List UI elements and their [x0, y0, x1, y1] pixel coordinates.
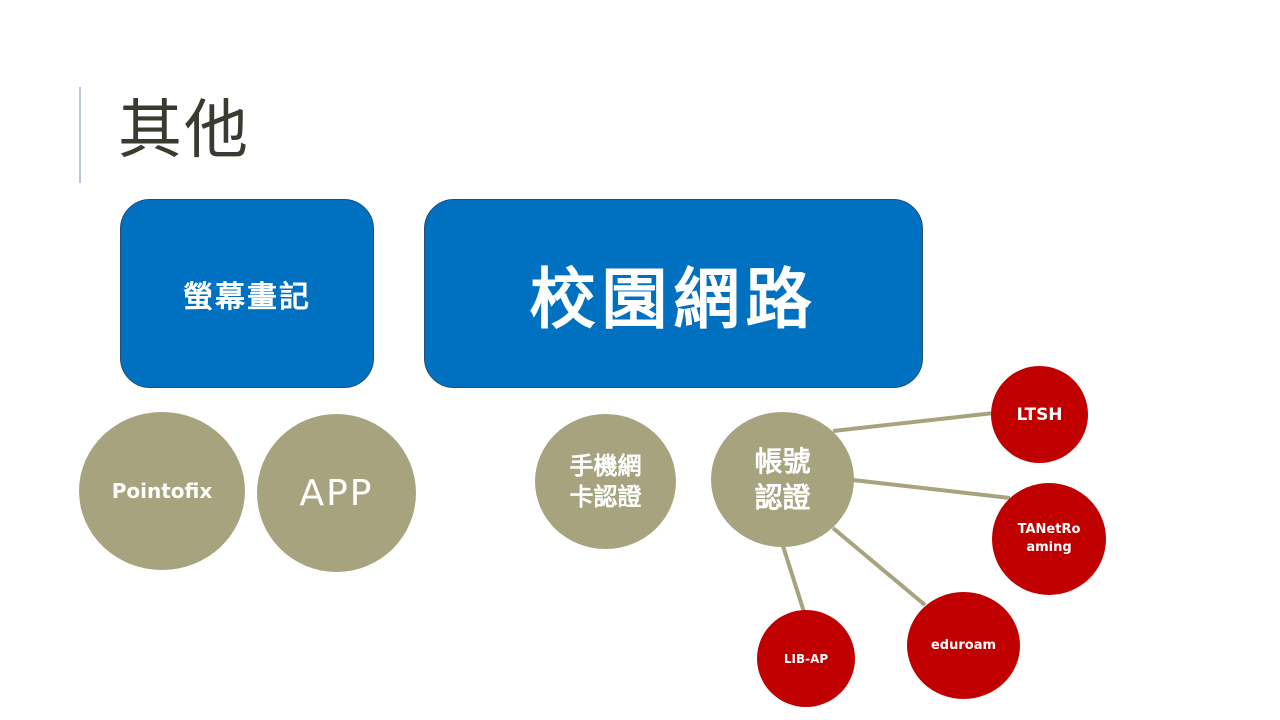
tanet-roaming-label-line1: TANetRo	[1017, 522, 1081, 537]
title-accent-line	[79, 87, 81, 183]
tanet-roaming-label-line2: aming	[1026, 540, 1072, 555]
mobile-nic-auth-label-line2: 卡認證	[569, 482, 642, 511]
app-label: APP	[299, 472, 374, 514]
mobile-nic-auth-circle: 手機網 卡認證	[535, 414, 676, 549]
connector-ltsh	[832, 411, 995, 433]
lib-ap-label: LIB-AP	[783, 651, 829, 666]
slide-title: 其他	[118, 94, 250, 168]
account-auth-circle: 帳號 認證	[711, 412, 854, 547]
account-auth-label-line2: 認證	[754, 480, 811, 514]
pointofix-label: Pointofix	[111, 479, 213, 503]
screen-note-label: 螢幕畫記	[183, 279, 311, 315]
campus-network-label: 校園網路	[529, 260, 818, 338]
screen-note-box: 螢幕畫記	[120, 199, 374, 388]
ltsh-circle: LTSH	[991, 366, 1088, 463]
ltsh-label: LTSH	[1016, 404, 1063, 425]
connector-tanet	[852, 478, 1011, 500]
account-auth-label-line1: 帳號	[754, 444, 811, 478]
campus-network-box: 校園網路	[424, 199, 923, 388]
connector-eduroam	[831, 526, 927, 607]
app-circle: APP	[257, 414, 416, 572]
eduroam-label: eduroam	[930, 638, 997, 653]
mobile-nic-auth-label-line1: 手機網	[569, 451, 642, 480]
pointofix-circle: Pointofix	[79, 412, 245, 570]
connector-lib-ap	[781, 545, 806, 613]
tanet-roaming-circle: TANetRo aming	[992, 483, 1106, 595]
eduroam-circle: eduroam	[907, 592, 1020, 699]
lib-ap-circle: LIB-AP	[757, 610, 855, 707]
